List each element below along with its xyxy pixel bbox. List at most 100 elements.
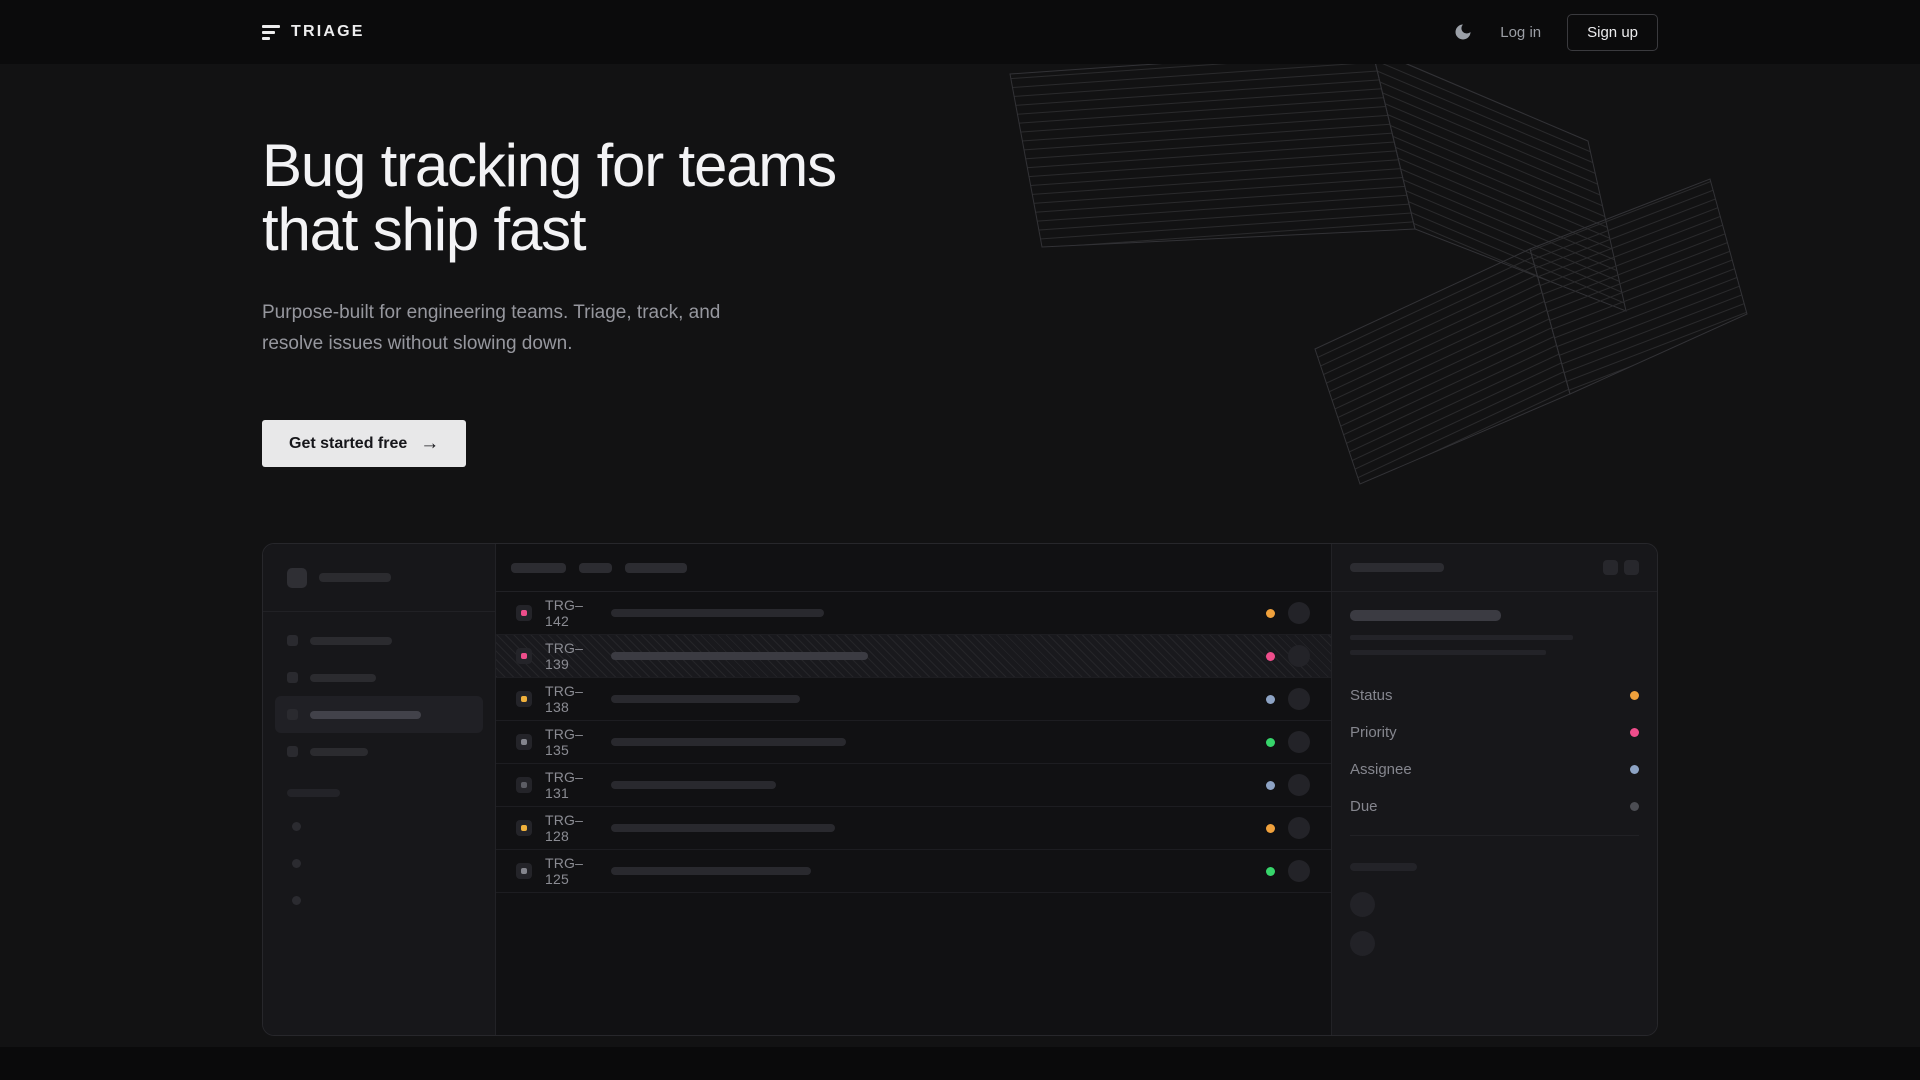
issue-row: TRG–128	[496, 807, 1331, 851]
signup-button[interactable]: Sign up	[1567, 13, 1658, 51]
hero-section: Bug tracking for teams that ship fast Pu…	[0, 49, 1920, 1037]
panel-divider	[1350, 835, 1639, 837]
hero-subtitle-line2: resolve issues without slowing down.	[262, 332, 573, 354]
panel-control-icon	[1624, 560, 1639, 576]
mockup-sidebar-subheading	[287, 784, 495, 802]
footer	[0, 1047, 1920, 1080]
issue-type-icon	[516, 863, 532, 880]
sidebar-item	[275, 622, 483, 659]
login-link[interactable]: Log in	[1500, 23, 1542, 41]
mockup-sidebar-header	[263, 544, 495, 613]
workspace-icon	[287, 567, 307, 588]
page-title-line1: Bug tracking for teams	[262, 132, 837, 199]
panel-field: Status	[1350, 677, 1639, 714]
brand-name: TRIAGE	[291, 23, 365, 40]
issue-row: TRG–139	[496, 635, 1331, 679]
issue-row: TRG–138	[496, 678, 1331, 722]
issue-avatar	[1288, 774, 1310, 797]
issue-type-icon	[516, 777, 532, 794]
issue-status-dot	[1266, 608, 1275, 618]
issue-type-icon	[516, 820, 532, 837]
mockup-list-tabs	[496, 544, 1331, 593]
issue-type-glyph	[521, 610, 527, 617]
issue-title-skeleton	[611, 781, 776, 790]
list-tab-skeleton	[625, 562, 687, 573]
panel-field-dot	[1630, 728, 1639, 738]
issue-title-skeleton	[1350, 610, 1501, 622]
activity-avatar	[1350, 892, 1375, 918]
mockup-sidebar-items	[263, 612, 495, 770]
issue-id: TRG–142	[545, 597, 584, 630]
issue-avatar	[1288, 602, 1310, 625]
panel-field-label: Status	[1350, 687, 1393, 705]
list-tab-skeleton	[511, 562, 566, 573]
get-started-button[interactable]: Get started free →	[262, 420, 467, 468]
hero-subtitle-line1: Purpose-built for engineering teams. Tri…	[262, 302, 721, 324]
issue-id: TRG–125	[545, 855, 584, 888]
panel-subheading	[1350, 858, 1639, 876]
workspace-name-skeleton	[319, 573, 391, 583]
brand-logo[interactable]: TRIAGE	[262, 23, 365, 41]
theme-toggle[interactable]	[1452, 21, 1474, 43]
issue-avatar	[1288, 817, 1310, 840]
get-started-label: Get started free	[289, 434, 408, 452]
navbar-inner: TRIAGE Log in Sign up	[262, 0, 1658, 64]
sidebar-item-skeleton	[310, 636, 392, 645]
issue-type-icon	[516, 691, 532, 708]
panel-control-icon	[1603, 560, 1618, 576]
issue-title-skeleton	[611, 824, 835, 833]
triage-logo-icon	[262, 24, 280, 40]
panel-field-dot	[1630, 765, 1639, 775]
panel-field-dot	[1630, 691, 1639, 701]
issue-row: TRG–135	[496, 721, 1331, 765]
sidebar-item-skeleton	[310, 673, 376, 682]
issue-status-dot	[1266, 651, 1275, 661]
list-tab-skeleton	[579, 562, 612, 573]
page-title-line2: that ship fast	[262, 196, 587, 264]
navbar: TRIAGE Log in Sign up	[0, 0, 1920, 64]
issue-title-skeleton	[611, 652, 868, 661]
issue-status-dot	[1266, 823, 1275, 833]
issue-type-glyph	[521, 653, 527, 660]
issue-type-glyph	[521, 696, 527, 703]
sidebar-item-icon	[287, 746, 298, 758]
issue-type-glyph	[521, 868, 527, 875]
activity-avatar	[1350, 931, 1375, 957]
sidebar-item-skeleton	[310, 747, 368, 756]
description-line-skeleton	[1350, 635, 1573, 641]
issue-status-dot	[1266, 780, 1275, 790]
sidebar-dot	[292, 859, 301, 869]
panel-header-controls	[1603, 560, 1639, 576]
issue-type-glyph	[521, 739, 527, 746]
panel-header-skeleton	[1350, 563, 1444, 573]
panel-field-dot	[1630, 802, 1639, 812]
nav-actions: Log in Sign up	[1452, 13, 1658, 51]
issue-type-glyph	[521, 782, 527, 789]
issue-title-skeleton	[611, 609, 824, 618]
issue-type-icon	[516, 734, 532, 751]
sidebar-subheading-skeleton	[287, 789, 340, 798]
issue-avatar	[1288, 860, 1310, 883]
panel-field: Due	[1350, 788, 1639, 825]
moon-icon	[1455, 24, 1471, 40]
issue-id: TRG–139	[545, 640, 584, 673]
issue-type-icon	[516, 648, 532, 665]
issue-description-skeleton	[1350, 635, 1639, 656]
issue-id: TRG–128	[545, 812, 584, 845]
issue-type-glyph	[521, 825, 527, 832]
issue-type-icon	[516, 605, 532, 622]
sidebar-item	[275, 733, 483, 770]
issue-row: TRG–125	[496, 850, 1331, 894]
issue-avatar	[1288, 688, 1310, 711]
panel-field-label: Due	[1350, 798, 1378, 816]
hero-content: Bug tracking for teams that ship fast Pu…	[262, 64, 1658, 1037]
sidebar-item-skeleton	[310, 710, 421, 719]
panel-field-label: Assignee	[1350, 761, 1412, 779]
sidebar-item-icon	[287, 635, 298, 647]
